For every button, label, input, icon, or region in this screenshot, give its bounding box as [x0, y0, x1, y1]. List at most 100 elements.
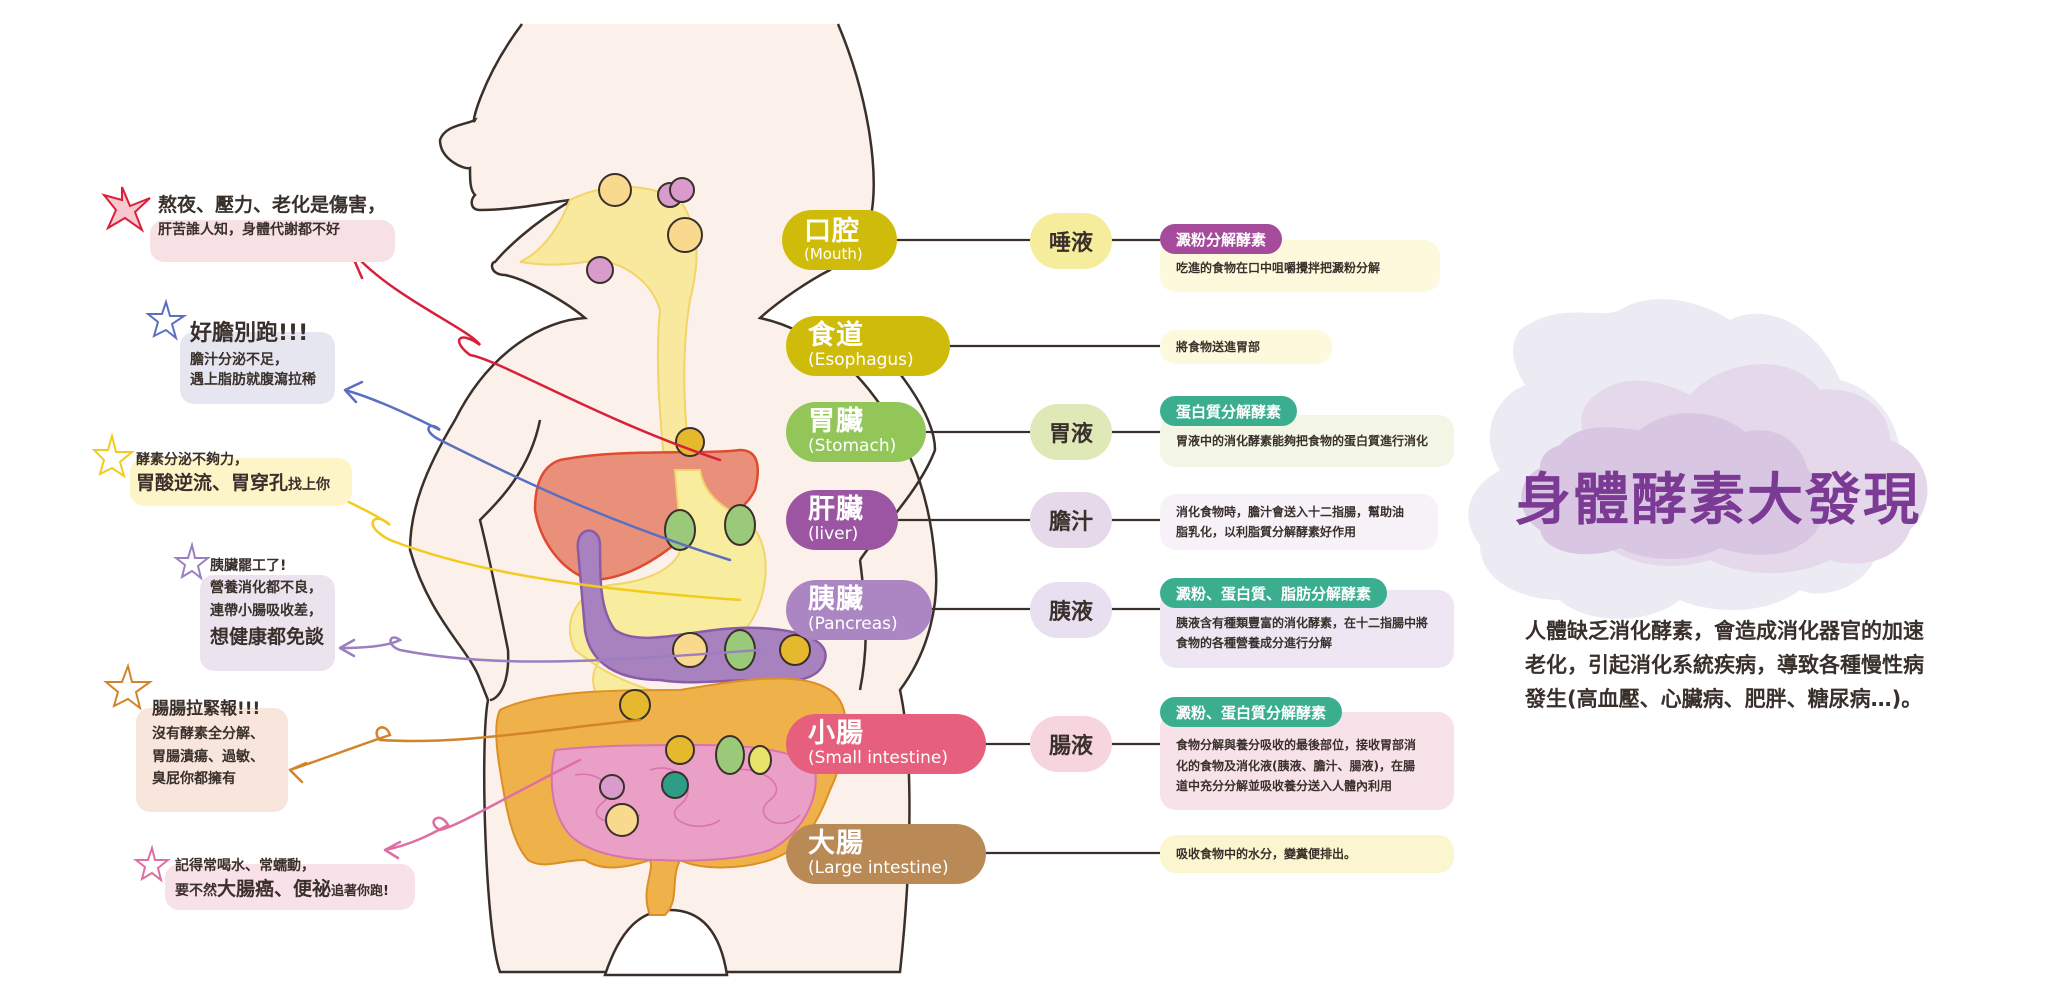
tip-line: 熬夜、壓力、老化是傷害，: [158, 194, 387, 216]
tip-bg: [200, 575, 335, 671]
fluid-bile: 膽汁: [1030, 492, 1112, 548]
arrow-gallbladder: [343, 380, 732, 562]
tip-line: 找上你: [288, 477, 331, 494]
desc-line: 食物分解與養分吸收的最後部位，接收胃部消: [1176, 738, 1417, 753]
organ-mouth: 口腔 (Mouth): [782, 210, 897, 270]
organ-name-zh: 食道: [808, 320, 864, 352]
fluid-intestinal-juice: 腸液: [1030, 716, 1112, 772]
tip-liver: 熬夜、壓力、老化是傷害， 肝苦誰人知，身體代謝都不好: [150, 192, 395, 262]
desc-line: 化的食物及消化液(胰液、膽汁、腸液)，在腸: [1176, 758, 1415, 773]
fluid-gastric-juice: 胃液: [1030, 404, 1112, 460]
star-icon: [133, 844, 171, 883]
tip-line: 想健康都免談: [210, 626, 325, 649]
tip-line: 連帶小腸吸收差，: [210, 602, 322, 619]
desc-esophagus: 將食物送進胃部: [1160, 330, 1332, 364]
tip-bg: [130, 458, 352, 506]
arrow-small-intestine: [288, 718, 642, 784]
fluid-saliva: 唾液: [1030, 213, 1112, 269]
tip-line: 要不然: [175, 883, 217, 900]
organ-name-en: (Esophagus): [808, 349, 914, 370]
organ-name-zh: 肝臟: [808, 494, 864, 526]
tip-stars: [91, 186, 211, 883]
organ-liver: 肝臟 (liver): [786, 490, 898, 550]
mouth-esophagus: [519, 185, 698, 471]
star-icon: [103, 662, 154, 711]
desc-line: 道中充分分解並吸收養分送入人體內利用: [1176, 779, 1393, 794]
organ-name-zh: 小腸: [808, 718, 864, 750]
desc-line: 將食物送進胃部: [1176, 339, 1261, 354]
organ-name-en: (Pancreas): [808, 613, 898, 634]
enzyme-characters: [586, 173, 811, 837]
tip-line: 腸腸拉緊報!!!: [152, 699, 261, 719]
enzyme-badge-stomach: 蛋白質分解酵素: [1160, 396, 1298, 426]
tip-line: 沒有酵素全分解、: [152, 726, 264, 743]
desc-liver: 消化食物時，膽汁會送入十二指腸，幫助油 脂乳化，以利脂質分解酵素好作用: [1160, 494, 1438, 550]
arrow-large-intestine: [383, 758, 582, 860]
star-icon: [91, 432, 135, 479]
tip-line: 胃酸逆流、胃穿孔: [136, 472, 289, 495]
tip-line: 肝苦誰人知，身體代謝都不好: [158, 221, 340, 238]
tip-line: 遇上脂肪就腹瀉拉稀: [190, 372, 316, 389]
star-icon: [173, 541, 211, 581]
tip-line: 大腸癌、便祕: [217, 878, 332, 901]
desc-mouth: 吃進的食物在口中咀嚼攪拌把澱粉分解: [1160, 240, 1440, 292]
tip-line: 記得常喝水、常蠕動，: [175, 858, 315, 874]
tip-small-intestine: 腸腸拉緊報!!! 沒有酵素全分解、 胃腸潰瘍、過敏、 臭屁你都擁有: [136, 696, 288, 812]
summary-text: 人體缺乏消化酵素，會造成消化器官的加速老化，引起消化系統疾病，導致各種慢性病發生…: [1525, 619, 1924, 712]
desc-line: 胰液含有種類豐富的消化酵素，在十二指腸中將: [1176, 615, 1429, 630]
left-arm-outline: [478, 419, 542, 702]
connector-lines: [895, 238, 1160, 855]
tip-gallbladder: 好膽別跑!!! 膽汁分泌不足， 遇上脂肪就腹瀉拉稀: [180, 318, 335, 404]
tip-bg: [150, 220, 395, 262]
desc-line: 胃液中的消化酵素能夠把食物的蛋白質進行消化: [1176, 433, 1429, 448]
organ-esophagus: 食道 (Esophagus): [786, 316, 950, 376]
organ-name-en: (liver): [808, 523, 859, 544]
page-title: 身體酵素大發現: [1515, 468, 1921, 533]
organ-large-intestine: 大腸 (Large intestine): [786, 824, 986, 884]
tip-line: 營養消化都不良，: [210, 580, 322, 597]
organ-name-zh: 口腔: [804, 215, 860, 247]
tip-line: 胃腸潰瘍、過敏、: [152, 748, 264, 765]
tip-line: 追著你跑!: [331, 884, 389, 900]
desc-line: 吸收食物中的水分，變糞便排出。: [1176, 846, 1357, 861]
star-icon: [101, 186, 151, 233]
organ-small-intestine: 小腸 (Small intestine): [786, 714, 986, 774]
tip-pancreas: 胰臟罷工了! 營養消化都不良， 連帶小腸吸收差， 想健康都免談: [200, 555, 335, 671]
desc-small-intestine: 食物分解與養分吸收的最後部位，接收胃部消 化的食物及消化液(胰液、膽汁、腸液)，…: [1160, 712, 1454, 810]
tip-bg: [180, 332, 335, 404]
organ-name-en: (Mouth): [804, 244, 863, 263]
fluid-pancreatic-juice: 胰液: [1030, 582, 1112, 638]
desc-line: 吃進的食物在口中咀嚼攪拌把澱粉分解: [1176, 260, 1381, 275]
tip-line: 好膽別跑!!!: [190, 321, 309, 346]
tip-bg: [136, 708, 288, 812]
cloud-front: [1521, 413, 1824, 559]
organ-name-en: (Small intestine): [808, 747, 948, 768]
tip-line-group: 要不然大腸癌、便祕追著你跑!: [175, 876, 389, 904]
organ-stomach: 胃臟 (Stomach): [786, 402, 926, 462]
arrow-pancreas: [338, 636, 762, 663]
organ-name-en: (Stomach): [808, 435, 897, 456]
tip-line: 酵素分泌不夠力，: [136, 452, 248, 468]
organ-name-zh: 胰臟: [808, 584, 864, 616]
enzyme-badge-mouth: 澱粉分解酵素: [1160, 224, 1283, 254]
desc-large-intestine: 吸收食物中的水分，變糞便排出。: [1160, 835, 1454, 873]
desc-line: 食物的各種營養成分進行分解: [1176, 636, 1333, 650]
organ-name-zh: 胃臟: [808, 406, 864, 438]
star-icon: [145, 298, 188, 341]
desc-line: 消化食物時，膽汁會送入十二指腸，幫助油: [1176, 504, 1405, 519]
tip-stomach: 酵素分泌不夠力， 胃酸逆流、胃穿孔找上你: [130, 450, 352, 506]
tip-line: 膽汁分泌不足，: [190, 351, 288, 368]
tip-line: 臭屁你都擁有: [152, 770, 236, 787]
organ-name-en: (Large intestine): [808, 857, 949, 878]
tip-line: 胰臟罷工了!: [210, 558, 287, 574]
enzyme-badge-small-intestine: 澱粉、蛋白質分解酵素: [1160, 697, 1343, 727]
tip-line-group: 胃酸逆流、胃穿孔找上你: [136, 470, 330, 498]
tip-large-intestine: 記得常喝水、常蠕動， 要不然大腸癌、便祕追著你跑!: [165, 856, 415, 910]
enzyme-badge-pancreas: 澱粉、蛋白質、脂肪分解酵素: [1160, 578, 1388, 608]
desc-stomach: 胃液中的消化酵素能夠把食物的蛋白質進行消化: [1160, 415, 1454, 467]
desc-line: 脂乳化，以利脂質分解酵素好作用: [1176, 525, 1357, 539]
organ-name-zh: 大腸: [808, 828, 864, 860]
organ-pancreas: 胰臟 (Pancreas): [786, 580, 932, 640]
tip-bg: [165, 864, 415, 910]
